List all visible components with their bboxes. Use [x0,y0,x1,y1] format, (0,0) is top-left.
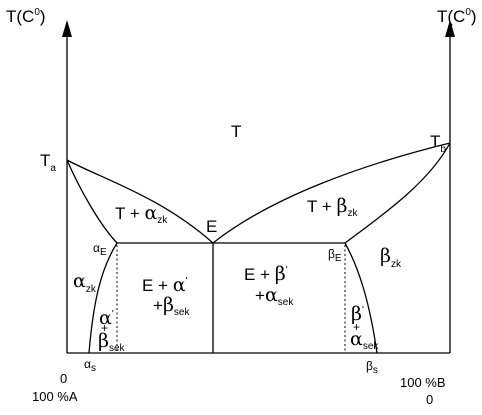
region-liquid-beta: T + βzk [307,195,358,219]
right-axis-title: T(C0) [437,7,477,26]
solvus-left [88,242,118,354]
point-beta-s: βs [366,359,378,376]
region-beta-sek: βsek [98,330,126,354]
solidus-right [344,142,451,244]
region-alpha-prime: α' [99,307,114,329]
region-liquid: T [231,122,241,141]
region-alpha-sek: αsek [350,328,379,352]
liquidus-right [212,142,451,244]
point-beta-e: βE [328,247,342,264]
left-axis-title: T(C0) [6,7,46,26]
solidus-left [66,159,118,244]
bottom-left-zero: 0 [60,371,67,386]
region-beta-prime: β' [351,303,364,325]
bottom-right-composition: 100 %B [400,375,446,390]
region-eut-right-line2: +αsek [255,284,294,308]
point-alpha-s: αs [84,357,96,374]
solvus-right [344,242,378,354]
region-eut-right-line1: E + β' [244,263,288,285]
right-axis-arrow [445,20,455,37]
bottom-left-composition: 100 %A [32,389,78,404]
region-eut-left-line1: E + α' [142,274,188,296]
liquidus-left [66,159,214,244]
left-axis-arrow [62,20,72,37]
point-tb: Tb [430,132,446,155]
region-alpha-zk: αzk [73,270,97,295]
region-beta-plus: + [353,320,360,334]
point-alpha-e: αE [93,241,107,258]
region-liquid-alpha: T + αzk [115,202,168,226]
point-ta: Ta [40,151,56,174]
bottom-right-zero: 0 [426,392,433,407]
region-alpha-plus: + [101,321,108,335]
region-beta-zk: βzk [380,245,402,270]
point-e: E [206,217,217,236]
region-eut-left-line2: +βsek [153,294,190,318]
